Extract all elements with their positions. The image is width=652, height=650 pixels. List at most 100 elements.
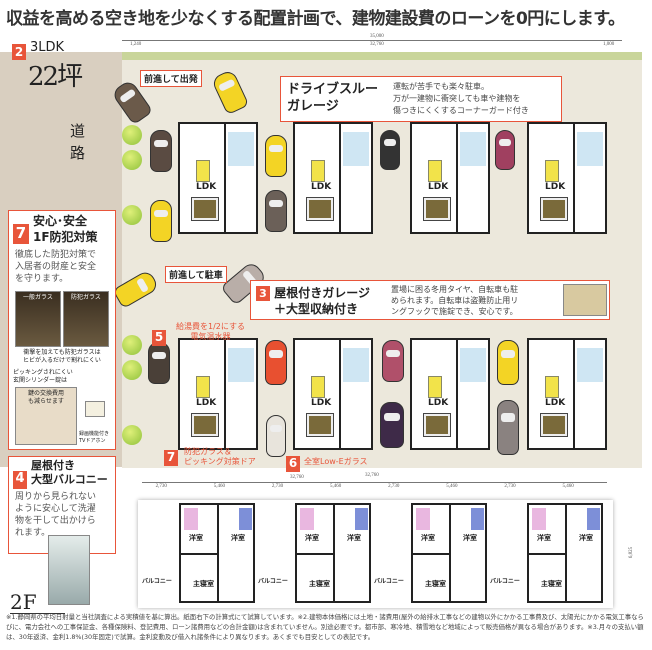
floor-label: 2F [10,590,37,614]
sofa [191,413,219,437]
wall [456,124,458,232]
security-title-2: 1F防犯対策 [33,230,98,244]
security-callout: 7 安心･安全 1F防犯対策 徹底した防犯対策で 入居者の財産と安全 を守ります… [8,210,116,450]
car-orange [265,340,287,385]
wall [573,124,575,232]
bathroom [460,132,486,166]
dim-line [122,40,622,41]
wall [181,553,217,555]
western-room-label: 洋室 [579,534,593,542]
wall [339,340,341,448]
car-gray [497,400,519,455]
car-black [380,130,400,170]
cylinder-lock-photo: 鍵の交換費用 も減らせます [15,387,77,445]
wall [217,505,219,601]
tv-text: 録画機能付き [79,431,110,437]
ldk-label: LDK [545,398,566,408]
western-room-label: 洋室 [537,534,551,542]
dining-table [545,160,559,182]
balcony-label: バルコニー [258,578,288,585]
dim-mid: 32,760 [365,473,379,478]
dining-table [428,160,442,182]
ldk-label: LDK [196,398,217,408]
tree [122,425,142,445]
car-white [266,415,286,457]
ldk-label: LDK [196,182,217,192]
security-glass-photo: 防犯ガラス [63,291,109,347]
glass-caption: 衝撃を加えても防犯ガラスは [23,349,101,356]
wall [224,124,226,232]
ldk-label: LDK [311,182,332,192]
unit-1f: LDK [410,122,490,234]
bed [355,508,368,530]
tree [122,360,142,380]
dining-table [196,376,210,398]
security-text: 入居者の財産と安全 [15,262,97,272]
bed [471,508,484,530]
lock-cost: 鍵の交換費用 [27,390,64,397]
bed [239,508,252,530]
dim-2f-segment: 5,460 [562,484,574,489]
master-bedroom-label: 主寝室 [425,580,446,588]
lock-cost: も減らせます [28,398,64,405]
plan-type: 3LDK [30,40,65,55]
bathroom [343,348,369,382]
plan-badge: 2 [12,44,28,60]
heater-text: 給湯費を1/2にする [176,322,245,331]
glass-label: 一般ガラス [23,294,53,301]
garage-badge: 3 [256,286,270,301]
heater-badge: 5 [152,330,166,346]
balcony-text: 物を干して出かけら [15,516,96,526]
unit-2f: 洋室 洋室 主寝室 [527,503,603,603]
bathroom [228,132,254,166]
footnotes: ※1.静岡県の平均日射量と当社調査による実積値を基に算出。紙面右下の計算式にて試… [6,613,644,641]
car-dark [150,130,172,172]
garage-title-1: 屋根付きガレージ [274,286,370,300]
lock-text: 玄関シリンダー錠は [13,377,68,384]
master-bedroom-label: 主寝室 [541,580,562,588]
unit-2f: 洋室 洋室 主寝室 [179,503,255,603]
bed [416,508,430,530]
balcony-text: れます。 [15,528,51,538]
heater-text: 電気温水器 [190,331,231,341]
unit-1f: LDK [410,338,490,450]
garage-text: められます。自転車は盗難防止用リ [391,296,519,305]
wall [339,124,341,232]
dining-table [311,160,325,182]
drive-title-1: ドライブスルー [287,82,379,97]
dining-table [311,376,325,398]
dim-left: 1,240 [130,42,142,47]
drive-text: 運転が苦手でも楽々駐車。 [393,82,489,91]
wall [449,505,451,601]
dim-2f-segment: 5,460 [330,484,342,489]
bathroom [577,348,603,382]
dim-line [142,482,607,483]
divider [10,613,65,614]
door-text: 防犯ガラス＆ [184,447,232,456]
glass-caption: ヒビが入るだけで割れにくい [23,357,101,364]
sofa [540,197,568,221]
ldk-label: LDK [545,182,566,192]
bed [184,508,198,530]
depart-label: 前進して出発 [140,70,202,87]
tv-text: TVドアホン [79,438,106,444]
master-bedroom-label: 主寝室 [309,580,330,588]
tree [122,205,142,225]
car-yellow [150,200,172,242]
tree [122,125,142,145]
balcony-label: バルコニー [374,578,404,585]
bathroom [228,348,254,382]
dining-table [428,376,442,398]
western-room-label: 洋室 [421,534,435,542]
wall [333,505,335,601]
car-gray [265,190,287,232]
balcony-label: バルコニー [490,578,520,585]
wall [224,340,226,448]
balcony-label: バルコニー [142,578,172,585]
car-red [495,130,515,170]
car-purple [380,402,404,448]
garage-callout: 3 屋根付きガレージ ＋大型収納付き 置場に困る冬用タイヤ、自転車も駐 められま… [250,280,610,320]
wall [456,340,458,448]
dim-2f-segment: 2,730 [504,484,516,489]
garage-text: 置場に困る冬用タイヤ、自転車も駐 [391,285,519,294]
